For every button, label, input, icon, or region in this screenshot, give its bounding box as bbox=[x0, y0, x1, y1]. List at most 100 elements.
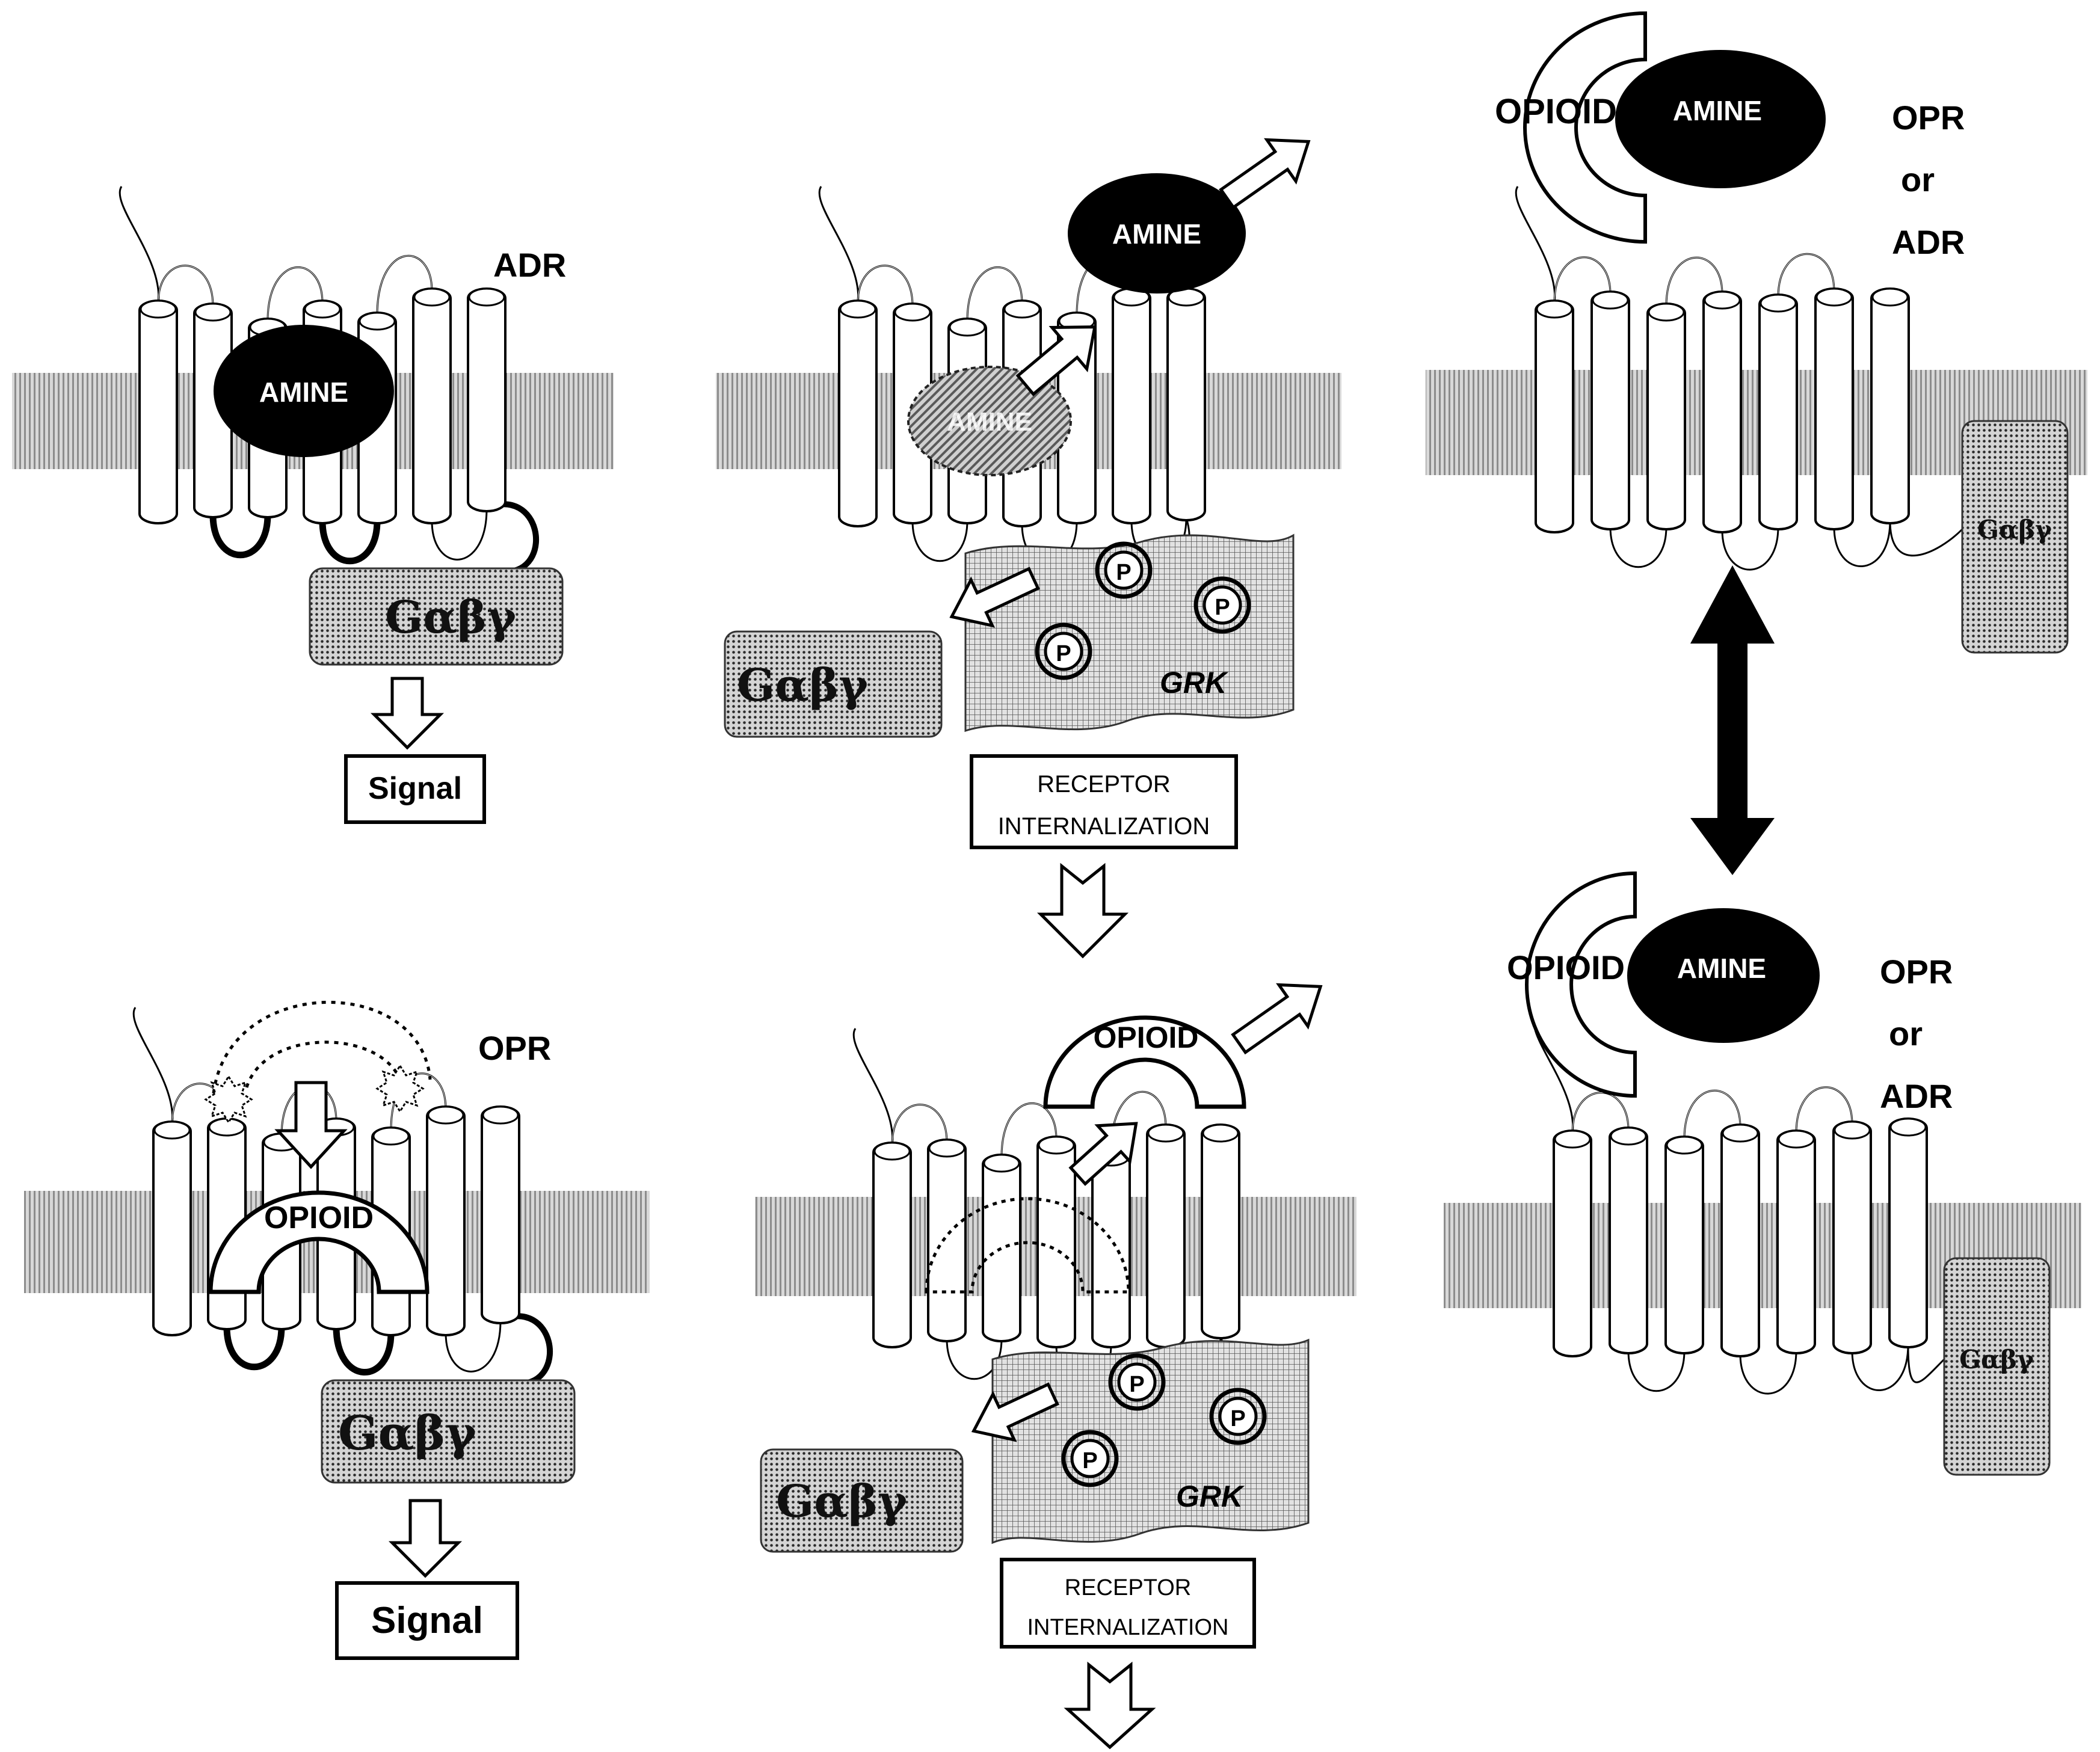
g-protein-label: Gαβγ bbox=[737, 660, 869, 712]
svg-text:P: P bbox=[1129, 1372, 1144, 1397]
grk-kinase bbox=[964, 533, 1295, 733]
g-protein-label: Gαβγ bbox=[1959, 1345, 2034, 1374]
extracellular-loop bbox=[1571, 1092, 1630, 1134]
transmembrane-helix bbox=[1553, 1130, 1592, 1357]
receptor-type-line1: OPR bbox=[1892, 99, 1965, 137]
transmembrane-helix bbox=[1166, 287, 1206, 521]
amine-label: AMINE bbox=[1673, 95, 1762, 126]
exit-arrow-icon bbox=[1068, 1122, 1138, 1186]
transmembrane-helix bbox=[481, 1105, 520, 1324]
g-protein-box bbox=[760, 1448, 964, 1553]
transmembrane-helix bbox=[1832, 1120, 1872, 1354]
opioid-ligand bbox=[1043, 1015, 1246, 1109]
down-arrow-icon bbox=[370, 677, 445, 750]
down-arrow-icon bbox=[388, 1499, 463, 1578]
g-protein-label: Gαβγ bbox=[338, 1406, 476, 1461]
extracellular-loop bbox=[857, 265, 914, 307]
intracellular-loop bbox=[1851, 1344, 1909, 1391]
grk-label: GRK bbox=[1176, 1480, 1245, 1513]
internalization-label-line2: INTERNALIZATION bbox=[998, 813, 1210, 840]
signal-label: Signal bbox=[368, 771, 462, 806]
opioid-label: OPIOID bbox=[1495, 92, 1617, 131]
intracellular-loop bbox=[1721, 526, 1779, 571]
c-terminus bbox=[499, 1313, 553, 1386]
amine-ligand bbox=[1068, 173, 1246, 294]
transmembrane-helix bbox=[982, 1154, 1021, 1342]
transmembrane-helix bbox=[1091, 1148, 1131, 1348]
n-terminus bbox=[119, 186, 160, 305]
n-terminus bbox=[132, 1007, 174, 1126]
receptor-helices bbox=[852, 1028, 1240, 1418]
panel-complex-bottom: OPIOID AMINE OPR or ADR Gαβγ bbox=[1444, 871, 2081, 1476]
ghost-opioid-ligand bbox=[925, 1197, 1130, 1294]
panel-opr-internalization: OPIOID GRK P P P Gαβγ RECEPTOR INTERNALI… bbox=[755, 983, 1356, 1750]
intracellular-loop bbox=[209, 514, 271, 559]
transmembrane-helix bbox=[1664, 1136, 1704, 1354]
transmembrane-helix bbox=[1888, 1117, 1928, 1348]
dotted-arc-outer bbox=[212, 1000, 432, 1094]
transmembrane-helix bbox=[1870, 287, 1910, 524]
receptor-type-line2: or bbox=[1889, 1015, 1923, 1053]
phosphate-group: P bbox=[1095, 541, 1153, 599]
transmembrane-helix bbox=[412, 287, 452, 524]
transmembrane-helix bbox=[1776, 1130, 1816, 1354]
phosphate-group: P bbox=[1035, 622, 1092, 680]
amine-label: AMINE bbox=[1677, 953, 1766, 984]
ghost-amine-label: AMINE bbox=[947, 407, 1032, 437]
intracellular-loop bbox=[1739, 1350, 1797, 1395]
internalization-label-line1: RECEPTOR bbox=[1065, 1575, 1191, 1600]
receptor-type-label: ADR bbox=[493, 246, 566, 284]
receptor-type-line2: or bbox=[1901, 161, 1935, 198]
transmembrane-helix bbox=[193, 303, 233, 518]
receptor-helices bbox=[1533, 1016, 1945, 1395]
intracellular-loop bbox=[445, 1320, 502, 1372]
opioid-label: OPIOID bbox=[264, 1200, 374, 1235]
intracellular-loop bbox=[1833, 520, 1891, 567]
transmembrane-helix bbox=[1590, 290, 1630, 530]
internalization-label-line1: RECEPTOR bbox=[1037, 771, 1171, 798]
g-protein-label: Gαβγ bbox=[385, 592, 517, 644]
transmembrane-helix bbox=[1201, 1123, 1240, 1339]
receptor-helices bbox=[1515, 186, 1963, 571]
svg-text:P: P bbox=[1215, 595, 1230, 620]
transmembrane-helix bbox=[1758, 294, 1798, 530]
c-terminus bbox=[485, 501, 540, 574]
g-protein-label: Gαβγ bbox=[1977, 515, 2052, 544]
opioid-label: OPIOID bbox=[1507, 948, 1625, 986]
intracellular-loop bbox=[431, 508, 488, 561]
internalization-box bbox=[1000, 1558, 1256, 1649]
g-protein-box bbox=[724, 630, 943, 738]
g-protein-box bbox=[1961, 420, 2069, 654]
detach-arrow-icon bbox=[949, 567, 1040, 628]
transmembrane-helix bbox=[1609, 1127, 1648, 1354]
transmembrane-helix bbox=[426, 1105, 466, 1336]
internalization-label-line2: INTERNALIZATION bbox=[1027, 1615, 1229, 1640]
g-protein-label: Gαβγ bbox=[776, 1476, 908, 1528]
receptor-type-line3: ADR bbox=[1880, 1077, 1953, 1115]
release-arrow-icon bbox=[1231, 983, 1323, 1055]
opioid-ligand bbox=[1523, 11, 1647, 244]
panel-complex-top: OPIOID AMINE OPR or ADR Gαβγ bbox=[1426, 11, 2087, 654]
panel-opr-signal: OPIOID OPR Gαβγ Signal bbox=[24, 1000, 650, 1660]
intracellular-loop bbox=[911, 520, 968, 562]
amine-ligand bbox=[1627, 908, 1820, 1043]
signal-box bbox=[344, 754, 486, 824]
grk-label: GRK bbox=[1160, 666, 1229, 699]
c-terminus bbox=[1889, 520, 1963, 557]
spark-icon bbox=[204, 1075, 253, 1124]
intracellular-loop bbox=[333, 1326, 395, 1375]
spark-icon bbox=[375, 1064, 425, 1113]
double-arrow-icon bbox=[1690, 565, 1775, 875]
receptor-type-line3: ADR bbox=[1892, 223, 1965, 261]
dotted-arc-inner bbox=[245, 1040, 402, 1088]
receptor-type-line1: OPR bbox=[1880, 953, 1953, 991]
ghost-amine-ligand bbox=[907, 366, 1072, 476]
panel-adr-internalization: AMINE AMINE GRK P P P Gαβγ RECEPTOR INTE… bbox=[716, 138, 1341, 959]
opioid-ligand bbox=[208, 1190, 430, 1294]
opioid-ligand bbox=[1525, 871, 1637, 1098]
svg-text:P: P bbox=[1230, 1406, 1245, 1431]
c-terminus bbox=[1907, 1344, 1945, 1383]
transmembrane-helix bbox=[1036, 1136, 1076, 1348]
transmembrane-helix bbox=[138, 300, 178, 524]
svg-text:P: P bbox=[1082, 1448, 1097, 1474]
